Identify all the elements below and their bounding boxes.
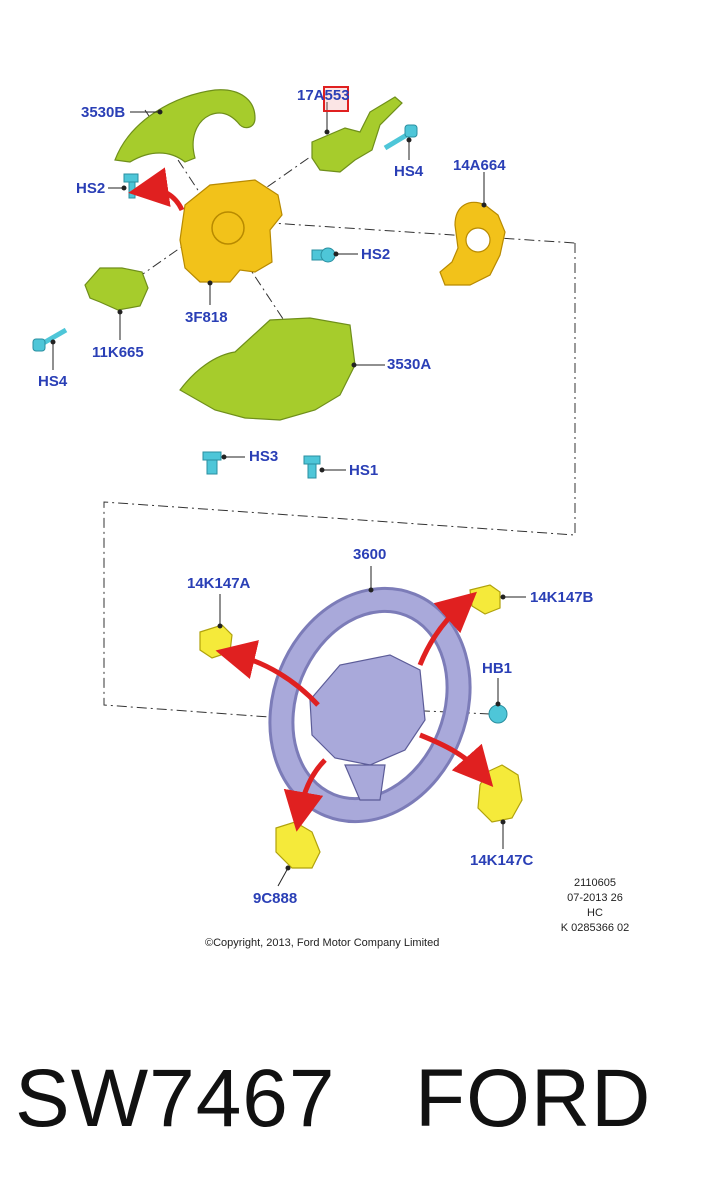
reference-line-3: HC — [587, 907, 603, 919]
reference-line-4: K 0285366 02 — [560, 922, 630, 934]
label-3600: 3600 — [353, 546, 387, 563]
label-9C888: 9C888 — [253, 890, 298, 907]
red-arrows — [128, 167, 494, 832]
copyright-text: ©Copyright, 2013, Ford Motor Company Lim… — [205, 937, 440, 949]
clip-HS2-left — [123, 173, 139, 199]
label-HS1: HS1 — [349, 462, 379, 479]
label-3F818: 3F818 — [185, 309, 228, 326]
label-14K147A: 14K147A — [187, 575, 251, 592]
label-14K147C: 14K147C — [470, 852, 534, 869]
label-HS3: HS3 — [249, 448, 279, 465]
horn-button-HB1 — [488, 704, 508, 724]
label-11K665: 11K665 — [92, 344, 144, 361]
clip-HS3 — [202, 451, 222, 475]
label-HB1: HB1 — [482, 660, 513, 677]
label-14K147B: 14K147B — [530, 589, 594, 606]
brand-caption: FORD — [415, 1053, 652, 1144]
steering-wheel-3600 — [268, 586, 472, 824]
exploded-parts-diagram — [32, 89, 576, 887]
part-number-caption: SW7467 — [15, 1053, 336, 1144]
screw-HS4-top — [383, 124, 418, 151]
label-3530B: 3530B — [81, 104, 126, 121]
clockspring-housing-3F818 — [179, 179, 283, 283]
switch-14K147A — [199, 624, 233, 659]
switch-11K665 — [84, 267, 149, 311]
label-3530A: 3530A — [387, 356, 432, 373]
reference-line-2: 07-2013 26 — [567, 892, 623, 904]
wiper-switch-17A553 — [311, 96, 403, 173]
upper-shroud-3530B — [114, 89, 256, 163]
reference-block: 2110605 07-2013 26 HC K 0285366 02 — [550, 876, 640, 936]
switch-9C888 — [275, 821, 321, 869]
label-HS2-right: HS2 — [361, 246, 391, 263]
label-HS4-top: HS4 — [394, 163, 424, 180]
highlight-box — [323, 86, 349, 112]
label-leader-lines — [50, 102, 526, 887]
screw-HS4-left — [32, 327, 68, 352]
clip-HS2-right — [311, 247, 336, 263]
label-HS2-left: HS2 — [76, 180, 106, 197]
reference-line-1: 2110605 — [573, 877, 616, 889]
label-14A664: 14A664 — [453, 157, 506, 174]
switch-14K147B — [469, 584, 501, 615]
lower-shroud-3530A — [179, 317, 356, 421]
label-HS4-left: HS4 — [38, 373, 68, 390]
clockspring-14A664 — [439, 201, 506, 286]
switch-14K147C — [477, 764, 523, 823]
label-17A553: 17A553 — [297, 87, 350, 104]
clip-HS1 — [303, 455, 321, 479]
